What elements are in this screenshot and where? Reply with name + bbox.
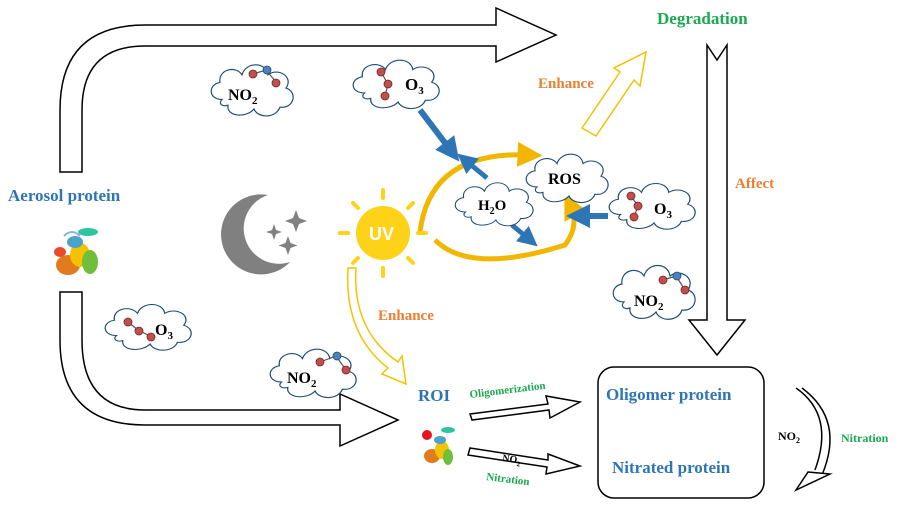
nitration-arrow-label: Nitration: [486, 471, 531, 488]
affect-hollow-arrow: [687, 42, 747, 357]
no2-cloud-right-label: NO2: [634, 293, 664, 313]
no2-arrow-label: NO2: [501, 453, 522, 469]
aerosol-protein-label: Aerosol protein: [8, 186, 121, 205]
sun-icon: [338, 188, 428, 278]
roi-label: ROI: [418, 386, 451, 405]
protein-structure-icon: [422, 427, 455, 465]
molecule-icon: [123, 317, 156, 342]
o3-cloud-left-label: O3: [155, 322, 173, 342]
molecule-icon: [376, 67, 393, 101]
h2o-down-arrow: [510, 223, 538, 247]
enhance-bottom-arrow: [346, 267, 407, 386]
top-hollow-arrow: [59, 6, 558, 173]
moon-icon: [221, 194, 290, 275]
enhance-top-label: Enhance: [538, 76, 594, 92]
o3-cloud-right-label: O3: [654, 201, 672, 221]
uv-label: UV: [369, 224, 394, 244]
nitration-right-label: Nitration: [841, 431, 889, 445]
affect-label: Affect: [735, 176, 774, 192]
bottom-hollow-arrow: [59, 291, 400, 448]
enhance-top-arrow: [580, 50, 647, 137]
products-box: [597, 366, 765, 499]
cloud-o3-right: [608, 182, 696, 230]
cloud-o3-top: [352, 59, 440, 110]
oligomerization-label: Oligomerization: [469, 380, 546, 401]
molecule-icon: [626, 191, 643, 222]
h2o-up-arrow: [457, 153, 489, 180]
star-icon: [278, 236, 298, 255]
nitration-curve-arrow: [795, 387, 831, 476]
h2o-label: H2O: [478, 198, 506, 217]
o3-to-ros-arrow: [417, 108, 460, 162]
nitration-arrow: [467, 447, 583, 475]
molecule-icon: [658, 271, 690, 295]
no2-right-label: NO2: [778, 429, 800, 445]
o3-cloud-top-label: O3: [405, 75, 424, 97]
oligomerization-arrow: [469, 395, 583, 421]
enhance-bottom-label: Enhance: [378, 308, 434, 324]
degradation-label: Degradation: [657, 9, 748, 28]
molecule-icon: [248, 65, 281, 88]
star-icon: [266, 224, 282, 240]
nitration-curve-head: [793, 471, 833, 492]
protein-structure-icon: [54, 228, 98, 275]
nitrated-protein-label: Nitrated protein: [612, 458, 731, 477]
oligomer-protein-label: Oligomer protein: [606, 385, 732, 404]
cloud-o3-left: [104, 303, 192, 351]
no2-cloud-bottom-label: NO2: [287, 370, 317, 390]
molecule-icon: [315, 351, 351, 375]
no2-cloud-top-label: NO2: [228, 87, 258, 107]
cycle-arrow-top: [417, 141, 543, 233]
star-icon: [285, 210, 307, 232]
ros-label: ROS: [548, 171, 581, 188]
